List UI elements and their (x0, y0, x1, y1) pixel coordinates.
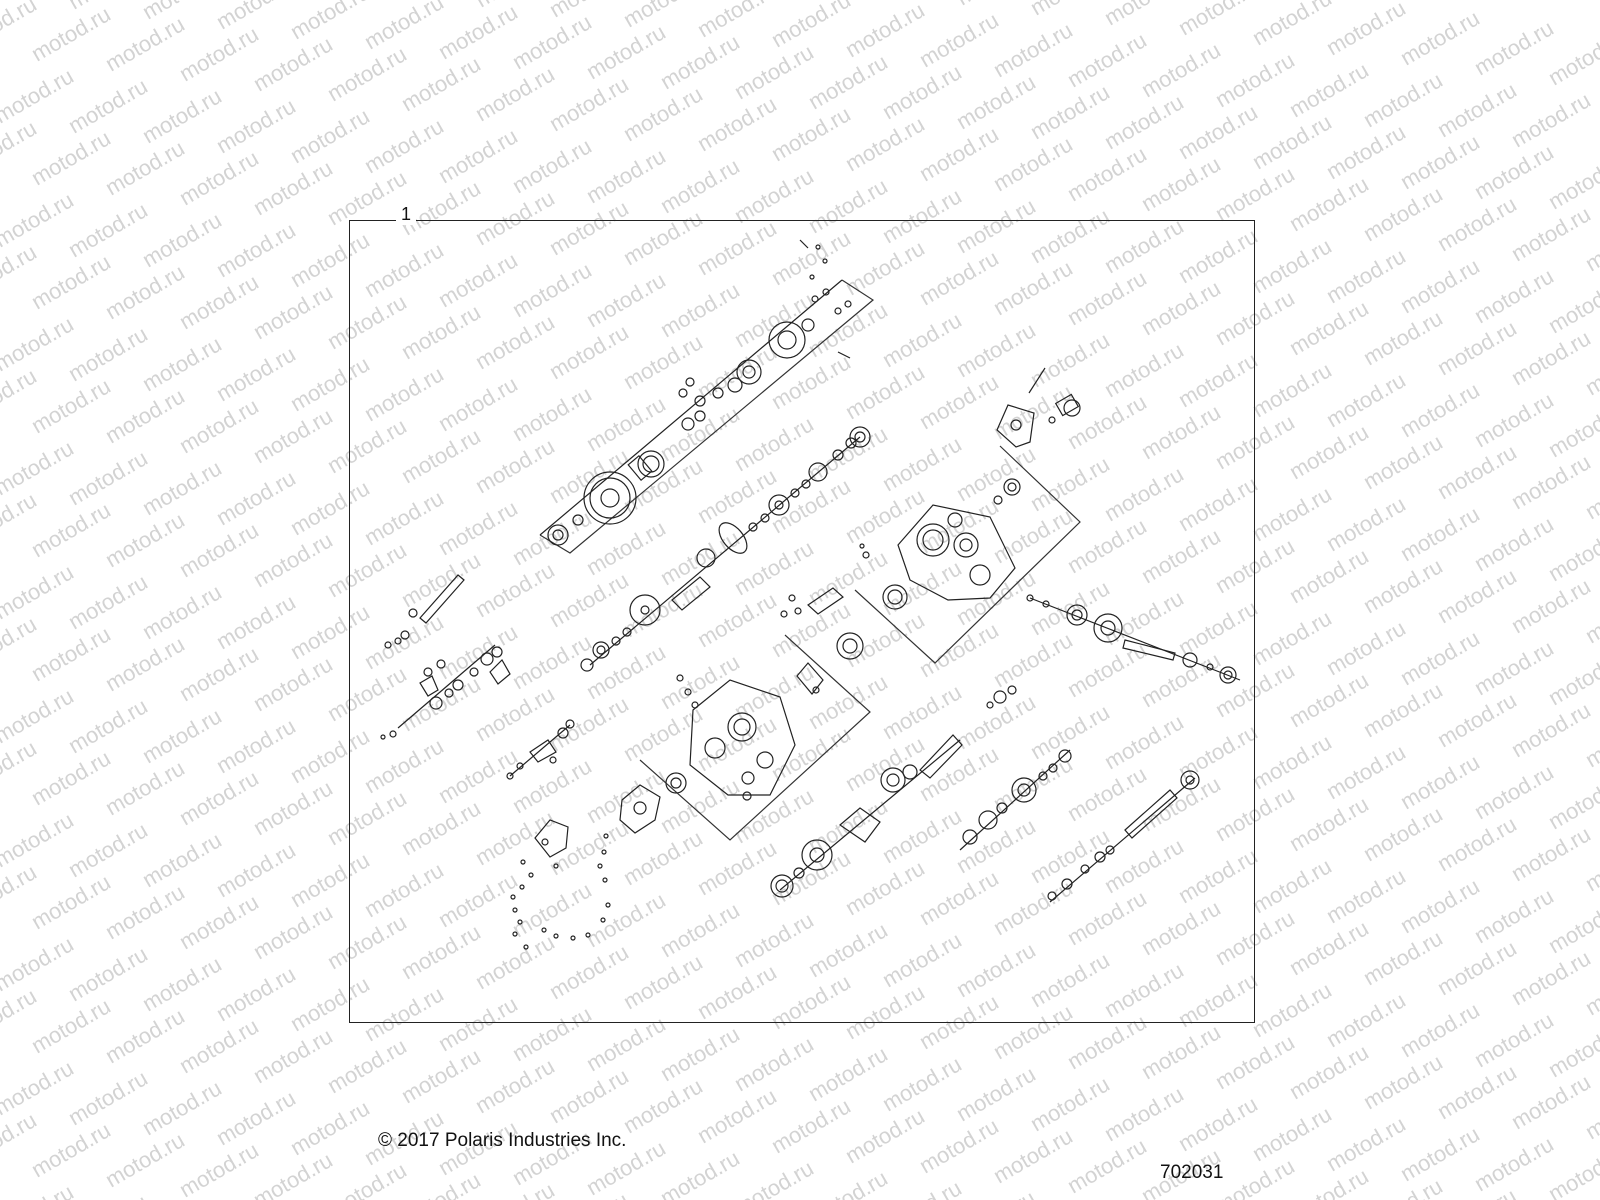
shift-fork-assembly (380, 574, 511, 740)
bracket-part (534, 819, 569, 858)
top-right-bracket (996, 367, 1081, 448)
bearing-part (572, 514, 584, 526)
carrier-part (768, 321, 806, 359)
shift-arm-part (529, 739, 557, 763)
gear-part (808, 462, 828, 482)
chain-part (718, 522, 748, 554)
large-gear-part (583, 471, 637, 525)
seal-part (1219, 666, 1237, 684)
shift-linkage (676, 587, 844, 709)
seal-part (902, 764, 918, 780)
seal-part (882, 584, 908, 610)
cover-part (839, 807, 881, 843)
gear-part (801, 839, 833, 871)
lower-far-right-shaft (959, 749, 1200, 903)
housing-part (689, 679, 796, 796)
seal-part (1066, 604, 1088, 626)
bearing-part (770, 874, 794, 898)
spring-part (429, 696, 443, 710)
bearing-part (580, 658, 594, 672)
shift-fork-part (489, 659, 511, 685)
copyright-notice: © 2017 Polaris Industries Inc. (378, 1130, 627, 1151)
cover-part (796, 662, 824, 695)
lower-cover-and-bolts (510, 784, 661, 950)
shaft-part (671, 576, 711, 611)
bearing-part (849, 426, 871, 448)
bearing-part (836, 632, 864, 660)
shaft-part (1122, 639, 1176, 661)
small-gear-part (681, 417, 695, 431)
upper-gear-train-group (539, 239, 875, 554)
gear-part (978, 810, 998, 830)
bearing-part (880, 767, 906, 793)
shift-fork-part (419, 675, 439, 697)
washer-part (696, 548, 716, 568)
washer-part (727, 377, 743, 393)
housing-part (897, 504, 1016, 601)
bracket-part (996, 404, 1035, 448)
gear-part (1011, 777, 1037, 803)
assembly-frame (349, 220, 1255, 1023)
shift-rod-part (419, 574, 465, 624)
left-housing-half (639, 632, 871, 841)
right-housing-half (854, 445, 1081, 664)
gear-part (768, 494, 790, 516)
bushing-part (1063, 399, 1081, 417)
linkage-part (807, 587, 844, 615)
seal-part (1003, 478, 1021, 496)
washer-part (712, 387, 724, 399)
bearing-part (1180, 770, 1200, 790)
gear-part (637, 450, 665, 478)
gear-part (736, 359, 762, 385)
bearing-part (547, 524, 569, 546)
shaft-part (919, 734, 963, 779)
seal-part (665, 772, 687, 794)
output-shaft-part (1124, 789, 1178, 839)
lower-right-gear-stack (770, 685, 1017, 898)
washer-part (962, 829, 978, 845)
gear-part (629, 594, 661, 626)
bearing-part (1182, 652, 1198, 668)
right-output-shaft (1026, 594, 1241, 684)
bearing-part (1093, 613, 1123, 643)
middle-shaft-row (580, 426, 871, 672)
figure-number: 702031 (1160, 1162, 1224, 1183)
assembly-callout-number: 1 (396, 204, 417, 225)
cover-plate-part (619, 784, 661, 834)
shift-drum-assembly (506, 719, 575, 780)
